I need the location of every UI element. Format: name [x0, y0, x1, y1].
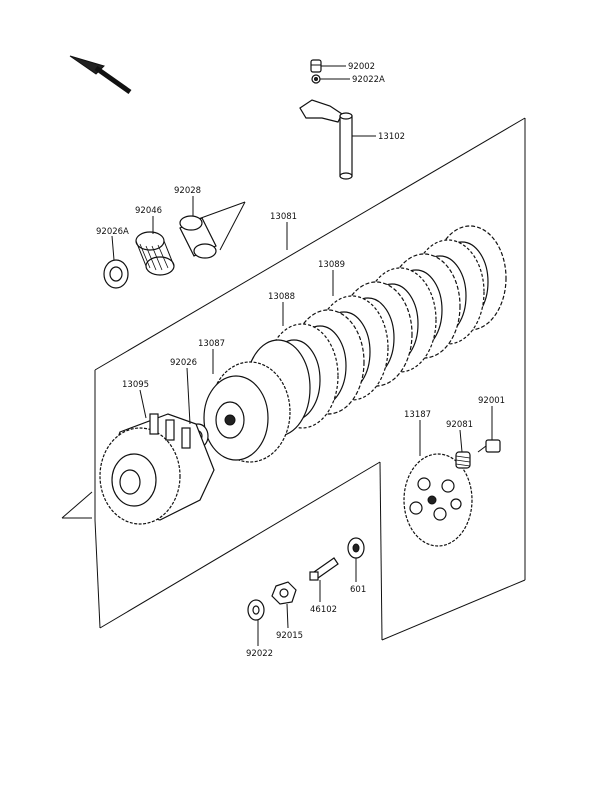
part-92001-bolt — [477, 439, 501, 453]
part-13087-hub — [203, 361, 291, 463]
part-92026a-washer — [103, 259, 129, 289]
part-13102-shaft — [299, 99, 353, 180]
label-92022a: 92022A — [352, 75, 385, 85]
label-601: 601 — [350, 585, 366, 595]
label-92002: 92002 — [348, 62, 375, 72]
part-92028-sleeve — [179, 215, 217, 259]
part-92081-spring — [455, 451, 471, 469]
part-601-bearing — [347, 537, 365, 559]
label-92028: 92028 — [174, 186, 201, 196]
label-13081: 13081 — [270, 212, 297, 222]
label-92081: 92081 — [446, 420, 473, 430]
clutch-plate-stack — [245, 225, 507, 437]
label-92001: 92001 — [478, 396, 505, 406]
part-92022-washer — [247, 599, 265, 621]
part-labels: 92002 92022A 13102 92028 92046 92026A 13… — [96, 62, 505, 659]
leader-lines — [111, 65, 493, 646]
direction-arrow-icon — [69, 55, 132, 95]
label-13187: 13187 — [404, 410, 431, 420]
part-92046-bearing — [135, 231, 175, 276]
label-13089: 13089 — [318, 260, 345, 270]
label-92015: 92015 — [276, 631, 303, 641]
label-13102: 13102 — [378, 132, 405, 142]
label-46102: 46102 — [310, 605, 337, 615]
part-13187-pressure-plate — [403, 453, 473, 547]
part-92002-bolt — [310, 59, 322, 73]
label-92046: 92046 — [135, 206, 162, 216]
label-92022: 92022 — [246, 649, 273, 659]
label-13088: 13088 — [268, 292, 295, 302]
part-92015-nut — [271, 581, 297, 605]
part-46102-pushrod — [309, 557, 339, 581]
part-13095-housing — [99, 413, 215, 525]
label-13095: 13095 — [122, 380, 149, 390]
label-92026: 92026 — [170, 358, 197, 368]
label-92026a: 92026A — [96, 227, 129, 237]
label-13087: 13087 — [198, 339, 225, 349]
part-92022a-washer — [311, 74, 321, 84]
